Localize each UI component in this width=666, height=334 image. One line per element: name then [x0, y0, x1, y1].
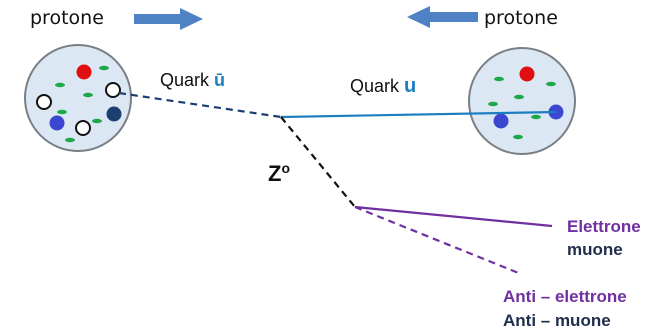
- lepton-line: [355, 207, 552, 226]
- arrow-right: [134, 8, 203, 30]
- quark-up-prefix: Quark: [350, 76, 404, 96]
- gluon: [513, 135, 523, 139]
- red-quark: [77, 65, 92, 80]
- blue-quark: [50, 116, 65, 131]
- gluon: [514, 95, 524, 99]
- quark-antiup-prefix: Quark: [160, 70, 214, 90]
- gluon: [531, 115, 541, 119]
- white-quark: [106, 83, 120, 97]
- proton-left-label: protone: [30, 7, 104, 29]
- z-boson-superscript: o: [281, 160, 290, 176]
- gluon: [55, 83, 65, 87]
- product-muon: muone: [567, 240, 623, 259]
- antiquark-line: [119, 93, 281, 117]
- gluon: [65, 138, 75, 142]
- z-boson-letter: Z: [268, 161, 281, 186]
- gluon: [494, 77, 504, 81]
- gluon: [488, 102, 498, 106]
- white-quark: [76, 121, 90, 135]
- product-antielectron: Anti – elettrone: [503, 287, 627, 306]
- quark-antiup-label: Quark ū: [160, 70, 225, 90]
- z-boson-line: [281, 117, 355, 207]
- product-electron: Elettrone: [567, 217, 641, 236]
- gluon: [546, 82, 556, 86]
- blue-quark: [494, 114, 509, 129]
- proton-right-label: protone: [484, 7, 558, 29]
- proton-right: [469, 48, 575, 154]
- quark-up-label: Quark u: [350, 75, 416, 97]
- red-quark: [520, 67, 535, 82]
- navy-quark: [107, 107, 122, 122]
- quark-antiup-symbol: ū: [214, 70, 225, 90]
- gluon: [83, 93, 93, 97]
- gluon: [99, 66, 109, 70]
- proton-left: [25, 45, 131, 151]
- product-antimuon: Anti – muone: [503, 311, 611, 330]
- quark-up-symbol: u: [404, 75, 416, 97]
- z-boson-label: Zo: [268, 160, 290, 186]
- gluon: [92, 119, 102, 123]
- white-quark: [37, 95, 51, 109]
- gluon: [57, 110, 67, 114]
- antilepton-line: [355, 207, 521, 274]
- arrow-left: [407, 6, 478, 28]
